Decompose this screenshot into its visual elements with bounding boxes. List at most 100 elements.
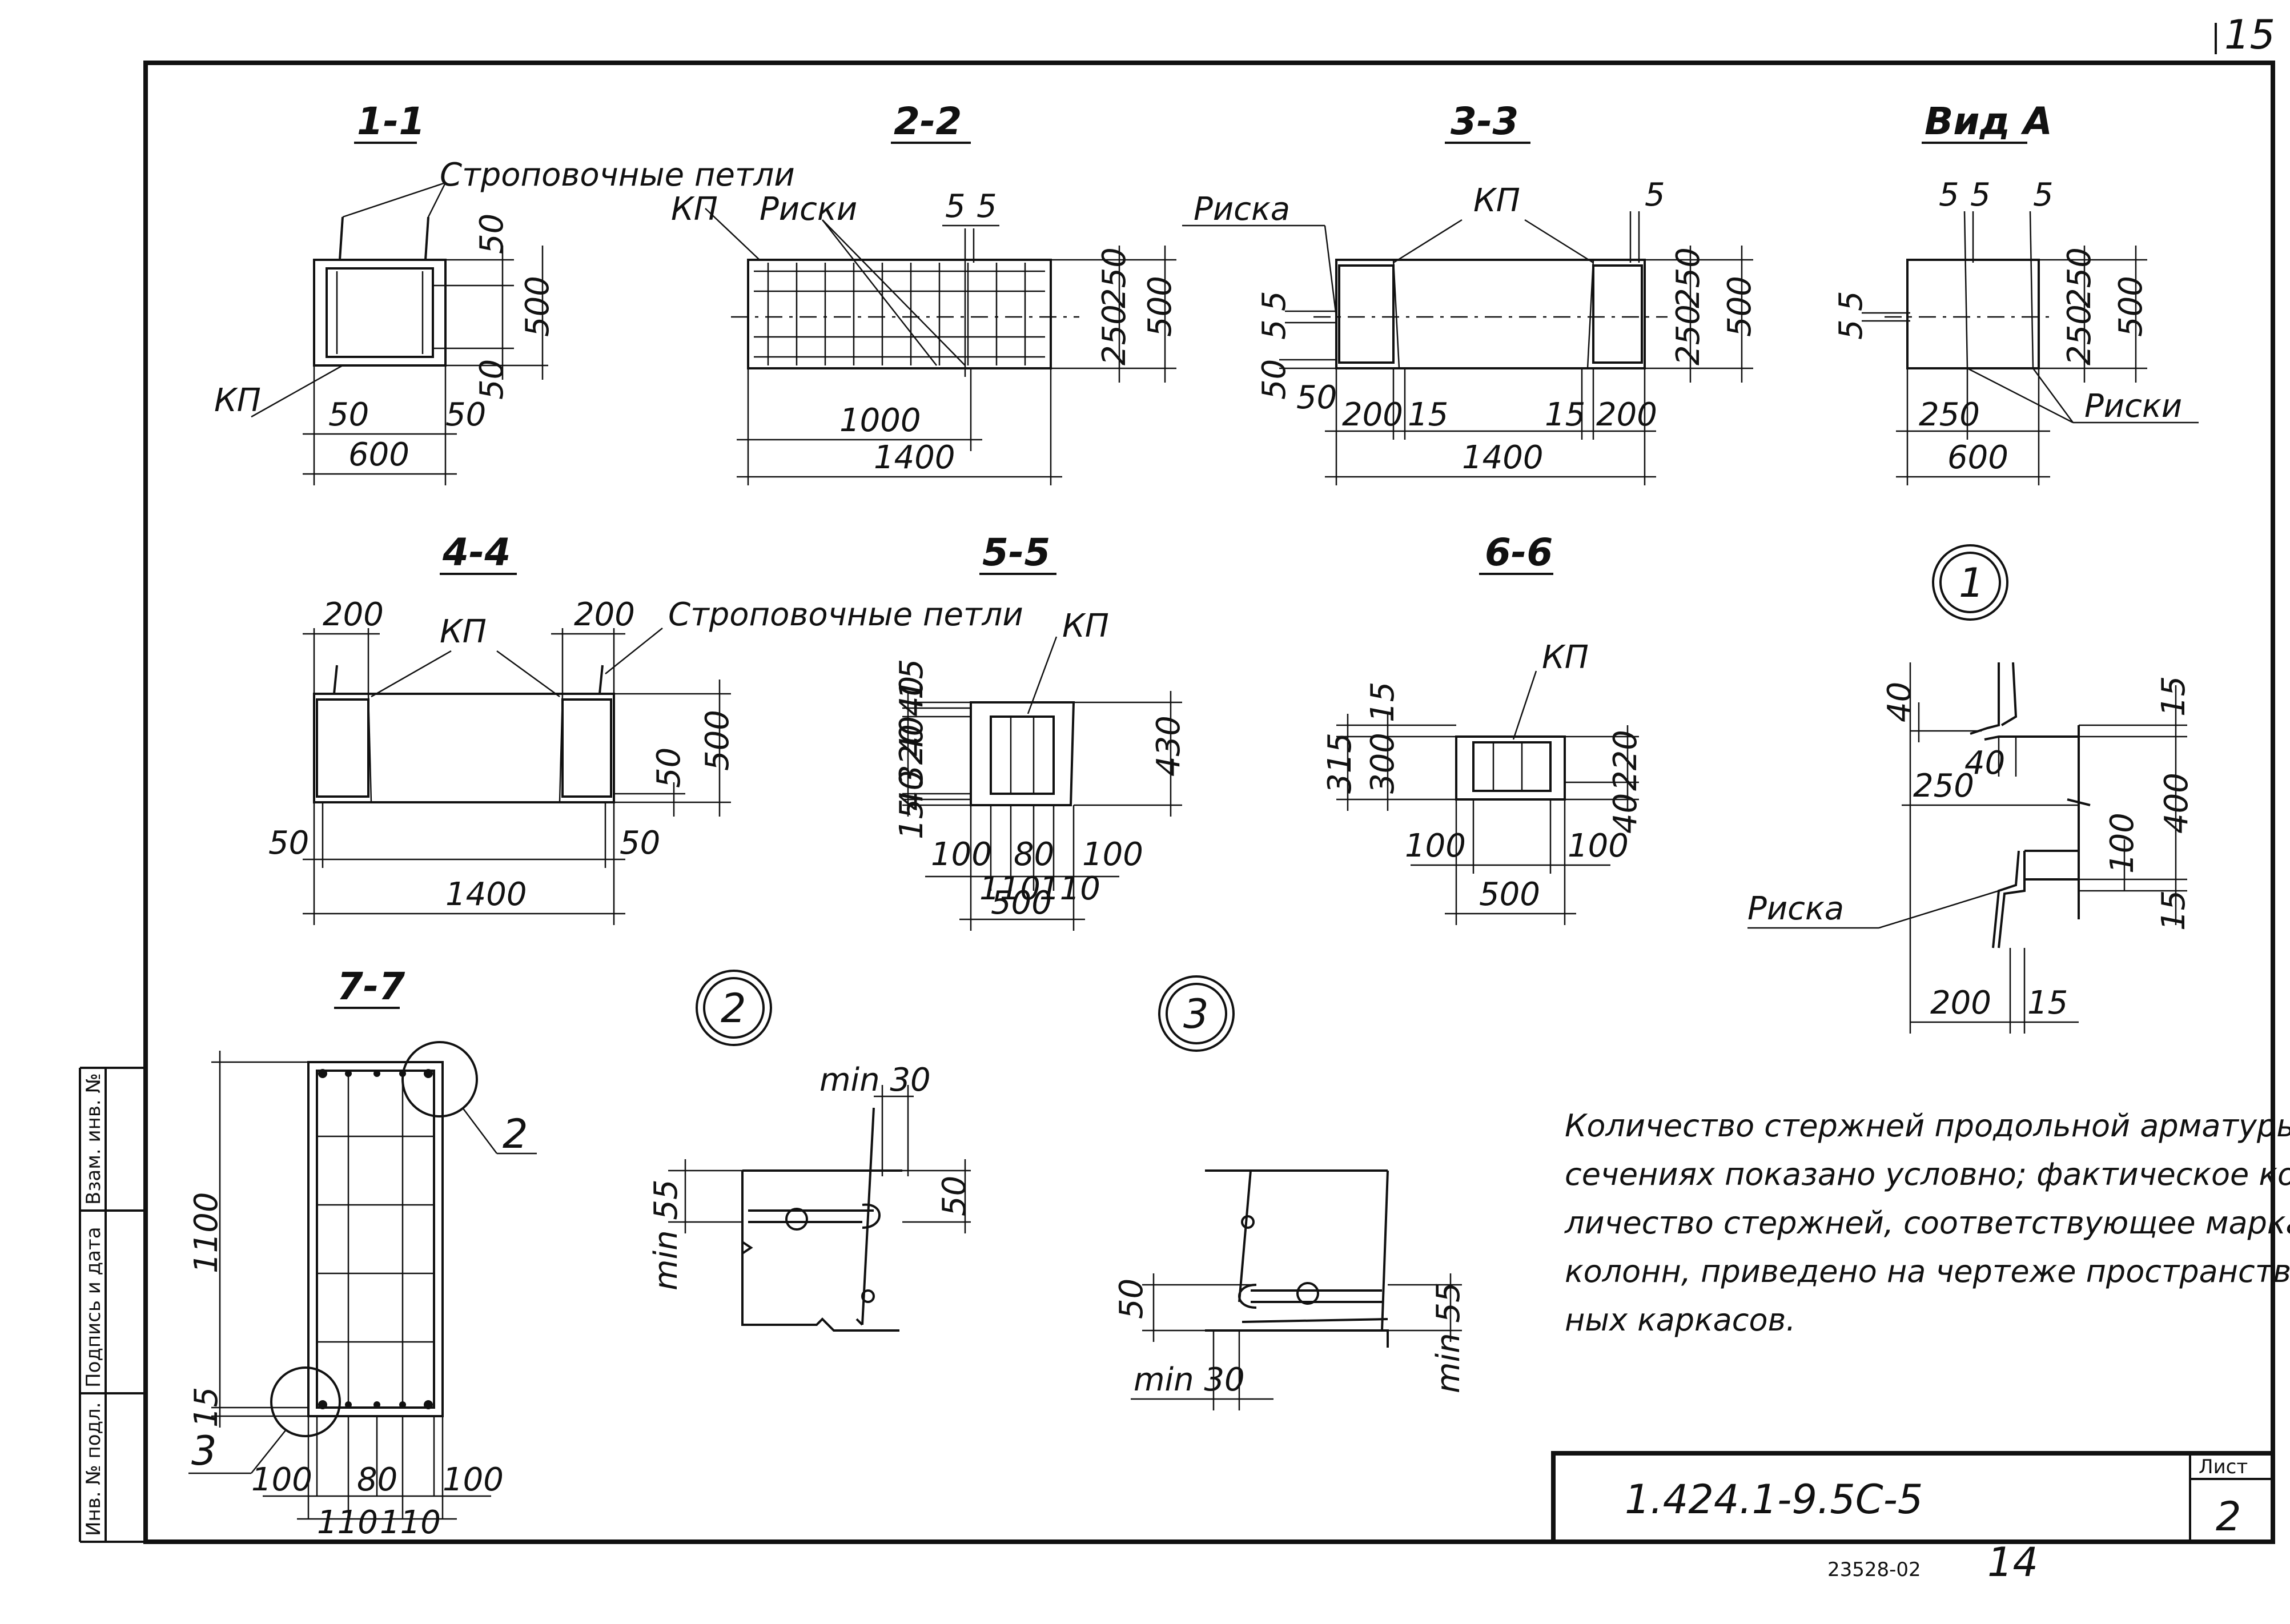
section-3-3-mark-label: Риска xyxy=(1194,191,1290,228)
view-a-dim-mark-c: 5 xyxy=(2033,176,2054,214)
view-a-dim-mark-a: 5 xyxy=(1939,176,1959,214)
section-1-1-kp-label: КП xyxy=(214,382,261,419)
title-block-sheet-label: Лист xyxy=(2199,1456,2248,1478)
node-1-dim-400: 400 xyxy=(2158,773,2195,834)
section-6-6-dim-40: 40 xyxy=(1607,793,1644,834)
node-2-dim-min30: min 30 xyxy=(819,1062,931,1099)
section-5-5-dim-80: 80 xyxy=(1014,836,1054,873)
section-2-2-dim-mark-b: 5 xyxy=(977,188,997,225)
section-3-3-dim-200-right: 200 xyxy=(1596,396,1657,433)
note-line-5: ных каркасов. xyxy=(1565,1302,1795,1338)
section-2-2-dim-height: 500 xyxy=(1142,276,1179,337)
section-5-5-dim-40-a: 40 xyxy=(893,676,930,717)
title-block: 1.424.1-9.5С-5 Лист 2 xyxy=(1551,1451,2275,1544)
section-6-6-dim-315: 315 xyxy=(1321,733,1359,794)
section-2-2-outline xyxy=(747,259,1052,369)
node-3-dim-min30: min 30 xyxy=(1134,1361,1245,1398)
node-2-dim-50: 50 xyxy=(936,1176,973,1216)
section-4-4-dim-500: 500 xyxy=(699,710,736,771)
section-7-7-dim-100-left: 100 xyxy=(251,1461,312,1498)
section-4-4-kp-label: КП xyxy=(440,613,487,650)
section-5-5-dim-110-left: 110 xyxy=(979,870,1040,907)
node-1-mark-label: Риска xyxy=(1747,890,1844,927)
section-1-1-cage xyxy=(326,267,434,358)
view-a: Вид А 5 5 5 5 5 250 250 500 250 600 Риск… xyxy=(1833,99,2199,485)
title-block-sheet-number: 2 xyxy=(2216,1493,2241,1540)
section-2-2: 2-2 КП Риски 5 5 xyxy=(671,99,1179,485)
section-7-7-title: 7-7 xyxy=(337,964,405,1008)
view-a-dim-250: 250 xyxy=(1919,396,1980,433)
section-3-3-dim-left-a: 50 xyxy=(1256,359,1293,400)
section-3-3-dim-200-left: 200 xyxy=(1342,396,1403,433)
node-1-dim-200: 200 xyxy=(1930,984,1991,1022)
section-5-5-outline xyxy=(970,701,1075,806)
section-5-5-dim-15-a: 15 xyxy=(893,659,930,700)
section-2-2-dim-mark-a: 5 xyxy=(945,188,966,225)
node-1-dim-40-a: 40 xyxy=(1881,682,1918,722)
view-a-outline xyxy=(1906,259,2040,369)
section-3-3-dim-1400: 1400 xyxy=(1462,439,1544,476)
section-3-3-dim-lower: 250 xyxy=(1670,304,1707,365)
section-3-3-dim-15-right: 15 xyxy=(1545,396,1585,433)
node-1-profile-lower xyxy=(2024,850,2079,881)
section-3-3-dim-height: 500 xyxy=(1721,276,1758,337)
section-3-3-kp-label: КП xyxy=(1473,182,1520,219)
section-6-6-dim-220: 220 xyxy=(1607,730,1644,791)
view-a-dim-mark-d: 5 xyxy=(1833,291,1870,311)
note-block: Количество стержней продольной арматуры … xyxy=(1564,1108,2290,1338)
section-5-5-title: 5-5 xyxy=(982,530,1050,574)
section-7-7-dim-110-right: 110 xyxy=(380,1504,441,1541)
node-2-profile xyxy=(741,1171,899,1332)
section-7-7-dim-110-left: 110 xyxy=(317,1504,378,1541)
section-2-2-title: 2-2 xyxy=(894,99,962,143)
section-5-5-dim-320: 320 xyxy=(893,724,930,785)
section-7-7-callout-3-circle xyxy=(270,1366,341,1437)
view-a-dim-mark-b: 5 xyxy=(1970,176,1991,214)
section-1-1-dim-left: 50 xyxy=(328,396,369,433)
section-4-4-dim-50-bl: 50 xyxy=(268,825,309,862)
title-block-code: 1.424.1-9.5С-5 xyxy=(1625,1476,1923,1523)
view-a-marks-label: Риски xyxy=(2084,388,2182,425)
section-2-2-dim-upper: 250 xyxy=(1096,247,1133,308)
section-7-7-dim-15: 15 xyxy=(188,1387,225,1428)
section-3-3-dim-15-left: 15 xyxy=(1408,396,1448,433)
section-1-1: 1-1 Строповочные петли КП 50 500 50 50 5… xyxy=(214,99,795,485)
view-a-title: Вид А xyxy=(1925,99,2052,143)
section-2-2-dim-lower: 250 xyxy=(1096,304,1133,365)
view-a-dim-mark-e: 5 xyxy=(1833,319,1870,340)
section-3-3: 3-3 Риска КП 5 5 5 250 250 500 50 50 xyxy=(1182,99,1758,485)
section-2-2-kp-label: КП xyxy=(671,191,718,228)
page-number: 15 xyxy=(2224,11,2275,58)
section-3-3-dim-mark-a: 5 xyxy=(1256,291,1293,311)
section-5-5-dim-100-left: 100 xyxy=(931,836,992,873)
section-5-5-dim-40-b: 40 xyxy=(893,716,930,757)
node-1-dim-250: 250 xyxy=(1913,767,1974,805)
node-1-number: 1 xyxy=(1959,560,1984,606)
node-2: 2 min 30 min 55 50 xyxy=(648,970,973,1332)
section-3-3-dim-left-b: 50 xyxy=(1296,379,1337,416)
section-1-1-dim-height: 500 xyxy=(519,276,556,337)
section-4-4-outline xyxy=(313,693,615,803)
section-1-1-outline xyxy=(313,259,447,367)
note-line-1: Количество стержней продольной арматуры … xyxy=(1565,1108,2290,1144)
section-5-5-dim-110-right: 110 xyxy=(1039,870,1100,907)
view-a-dim-600: 600 xyxy=(1947,439,2008,476)
section-4-4-loops-label: Строповочные петли xyxy=(668,596,1023,633)
node-3-dim-50: 50 xyxy=(1113,1279,1150,1319)
node-1-dim-15: 15 xyxy=(2027,984,2068,1022)
section-4-4-dim-1400: 1400 xyxy=(445,876,527,913)
section-7-7-callout-2-circle xyxy=(401,1041,478,1117)
section-3-3-dim-upper: 250 xyxy=(1670,247,1707,308)
section-7-7-outline xyxy=(307,1061,444,1417)
section-2-2-dim-1000: 1000 xyxy=(839,402,921,439)
node-1-dim-15-bottom: 15 xyxy=(2155,890,2192,931)
section-3-3-title: 3-3 xyxy=(1451,99,1518,143)
section-3-3-dim-mark-top: 5 xyxy=(1645,176,1665,214)
drawing-frame xyxy=(143,61,2275,1544)
note-line-4: колонн, приведено на чертеже пространств… xyxy=(1565,1253,2290,1289)
node-2-number: 2 xyxy=(721,985,746,1032)
section-5-5: 5-5 КП 40 15 40 320 15 40 430 xyxy=(893,530,1187,931)
section-6-6-kp-label: КП xyxy=(1542,639,1589,676)
section-7-7: 7-7 2 3 1100 15 xyxy=(188,964,537,1541)
